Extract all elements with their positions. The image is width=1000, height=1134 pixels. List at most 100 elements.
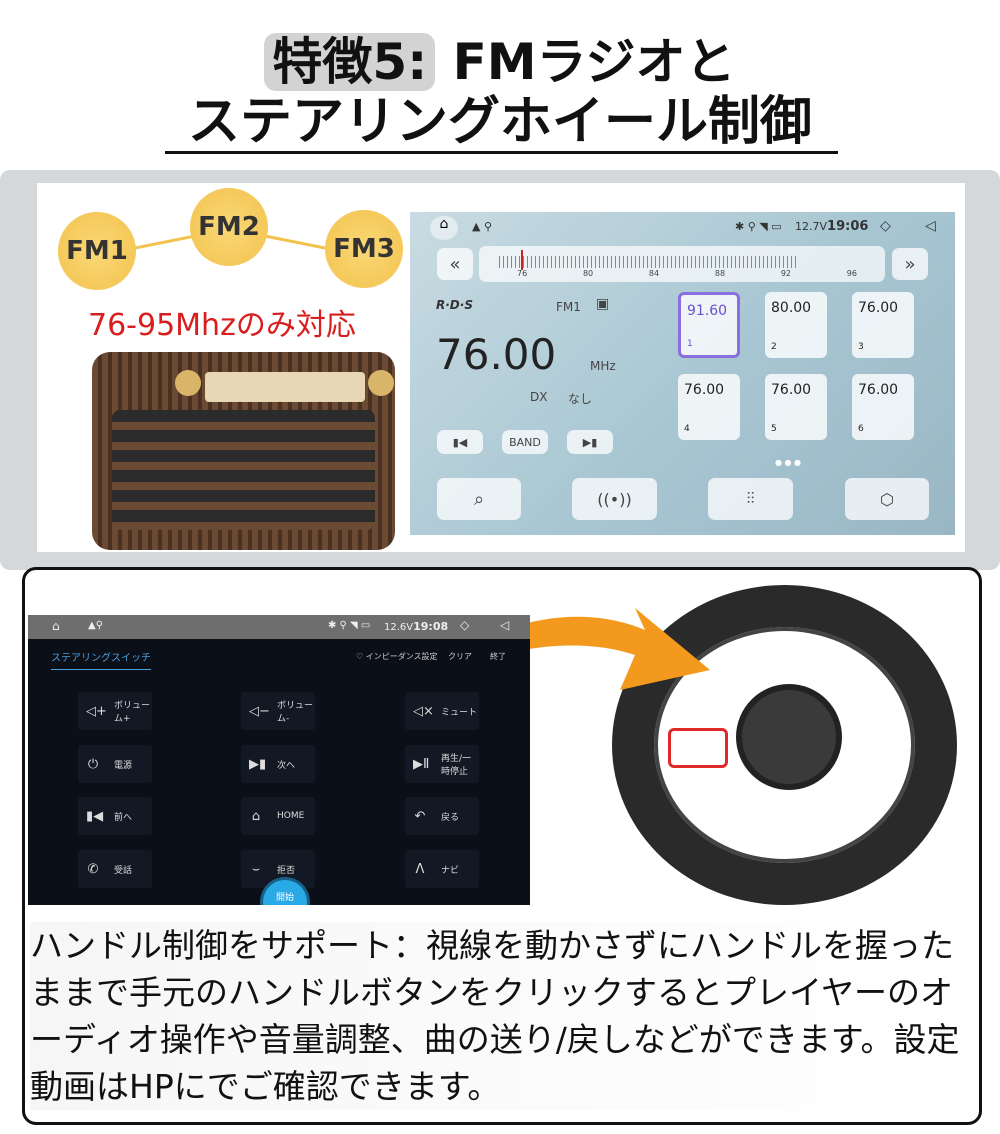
play-pause-icon: ▶Ⅱ [413, 756, 430, 772]
voltage: 12.7V [795, 220, 828, 233]
warning-usb-icon: ▲ ⚲ [472, 220, 493, 233]
steering-key-power[interactable]: ⏻電源 [78, 745, 152, 783]
seek-back-button[interactable]: « [437, 248, 473, 280]
layers-icon[interactable]: ◇ [880, 218, 891, 234]
radio-speaker-grille [112, 410, 375, 530]
steering-key-next[interactable]: ▶▮ 次へ [241, 745, 315, 783]
home-icon[interactable]: ⌂ [52, 619, 60, 633]
rds-logo: R·D·S [436, 298, 473, 312]
orange-arrow-icon [400, 608, 710, 700]
seek-forward-button[interactable]: » [892, 248, 928, 280]
impedance-setting[interactable]: ♡ インピーダンス設定 [356, 652, 438, 661]
broadcast-button[interactable]: ((•)) [572, 478, 657, 520]
steering-key-volume-down[interactable]: ◁− ボリューム- [241, 692, 315, 730]
status-bar: ⌂ ▲⚲ ✱ ⚲ ◥ ▭ 12.6V19:08 ◇ ◁ [28, 615, 530, 639]
scale-tick: 96 [846, 269, 857, 278]
steering-key-home[interactable]: ⌂HOME [241, 797, 315, 835]
steering-key-label: 受話 [114, 865, 133, 876]
settings-icon: ⬡ [880, 489, 894, 509]
equalizer-icon: ⫶⫶ [746, 489, 755, 508]
previous-station-button[interactable]: ▮◀ [437, 430, 483, 454]
image-icon[interactable]: ▣ [596, 296, 610, 312]
settings-button[interactable]: ⬡ [845, 478, 929, 520]
scale-tick: 92 [780, 269, 791, 278]
broadcast-icon: ((•)) [597, 489, 632, 509]
clear-button[interactable]: クリア [448, 652, 472, 661]
fm3-badge: FM3 [325, 210, 403, 288]
title-line1: 特徴5: FMラジオと [0, 28, 1000, 96]
reject-call-icon: ⌣ [251, 861, 261, 877]
volume-up-icon: ◁+ [86, 703, 107, 719]
steering-section [22, 567, 982, 1125]
scale-tick: 88 [714, 269, 726, 278]
scale-tick: 80 [582, 269, 594, 278]
steering-key-label: ミュート [441, 707, 478, 718]
current-frequency: 76.00 [436, 330, 557, 379]
steering-key-label: ボリューム- [277, 701, 314, 724]
power-icon: ⏻ [87, 756, 99, 772]
steering-key-label: HOME [277, 811, 305, 821]
voltage: 12.6V [384, 622, 414, 633]
title-line2: ステアリングホイール制御 [187, 92, 812, 152]
feature-tag: 特徴5: [264, 33, 436, 91]
previous-icon: ▮◀ [86, 808, 104, 824]
search-button[interactable]: ⌕ [437, 478, 521, 520]
radio-dial [205, 372, 365, 402]
steering-key-answer-call[interactable]: ✆ 受話 [78, 850, 152, 888]
fm2-badge: FM2 [190, 188, 268, 266]
steering-buttons-highlight [668, 728, 728, 768]
status-icons: ✱ ⚲ ◥ ▭ [328, 620, 371, 631]
end-button[interactable]: 終了 [490, 652, 506, 661]
scale-tick: 84 [648, 269, 660, 278]
steering-key-mute[interactable]: ◁× ミュート [405, 692, 479, 730]
layers-icon[interactable]: ◇ [460, 618, 470, 632]
steering-key-label: 前へ [114, 812, 133, 823]
steering-key-label: 拒否 [277, 865, 296, 876]
page-dots[interactable]: ● ● ● [775, 458, 802, 467]
back-icon: ↶ [414, 808, 426, 824]
band-button[interactable]: BAND [502, 430, 548, 454]
equalizer-button[interactable]: ⫶⫶ [708, 478, 793, 520]
steering-key-volume-up[interactable]: ◁+ ボリューム+ [78, 692, 152, 730]
title-underline [165, 151, 838, 154]
back-icon[interactable]: ◁ [500, 618, 510, 632]
frequency-support-note: 76-95Mhzのみ対応 [88, 308, 356, 343]
fm1-badge: FM1 [58, 212, 136, 290]
status-icons: ✱ ⚲ ◥ ▭ [735, 220, 782, 233]
back-icon[interactable]: ◁ [925, 218, 936, 234]
clock: 19:06 [827, 219, 869, 234]
title-text-1: FMラジオと [452, 33, 736, 91]
steering-key-previous[interactable]: ▮◀ 前へ [78, 797, 152, 835]
dx-label: DX [530, 390, 548, 404]
steering-key-label: ナビ [441, 865, 460, 876]
radio-knob-icon [368, 370, 394, 396]
steering-wheel-hub [742, 690, 836, 784]
tuning-scale[interactable]: 76 80 84 88 92 96 [479, 246, 885, 282]
description-text: ハンドル制御をサポート：視線を動かさずにハンドルを握ったままで手元のハンドルボタ… [30, 922, 970, 1110]
mute-icon: ◁× [413, 703, 434, 719]
next-icon: ▶▮ [249, 756, 267, 772]
volume-down-icon: ◁− [249, 703, 270, 719]
answer-call-icon: ✆ [87, 861, 99, 877]
tuning-needle[interactable] [521, 250, 523, 270]
next-station-button[interactable]: ▶▮ [567, 430, 613, 454]
search-icon: ⌕ [473, 488, 485, 510]
steering-key-back[interactable]: ↶戻る [405, 797, 479, 835]
steering-key-label: 次へ [277, 760, 296, 771]
warning-usb-icon: ▲⚲ [88, 620, 104, 631]
clock: 19:08 [413, 620, 449, 633]
steering-key-label: ボリューム+ [114, 701, 151, 724]
home-icon[interactable]: ⌂ [430, 216, 458, 240]
tab-steering-switch[interactable]: ステアリングスイッチ [51, 649, 151, 670]
radio-app-screen: ⌂ ▲ ⚲ ✱ ⚲ ◥ ▭ 12.7V19:06 ◇ ◁ « 76 80 84 88 9… [410, 212, 955, 535]
scale-tick: 76 [517, 269, 528, 278]
band-name: FM1 [556, 300, 581, 314]
